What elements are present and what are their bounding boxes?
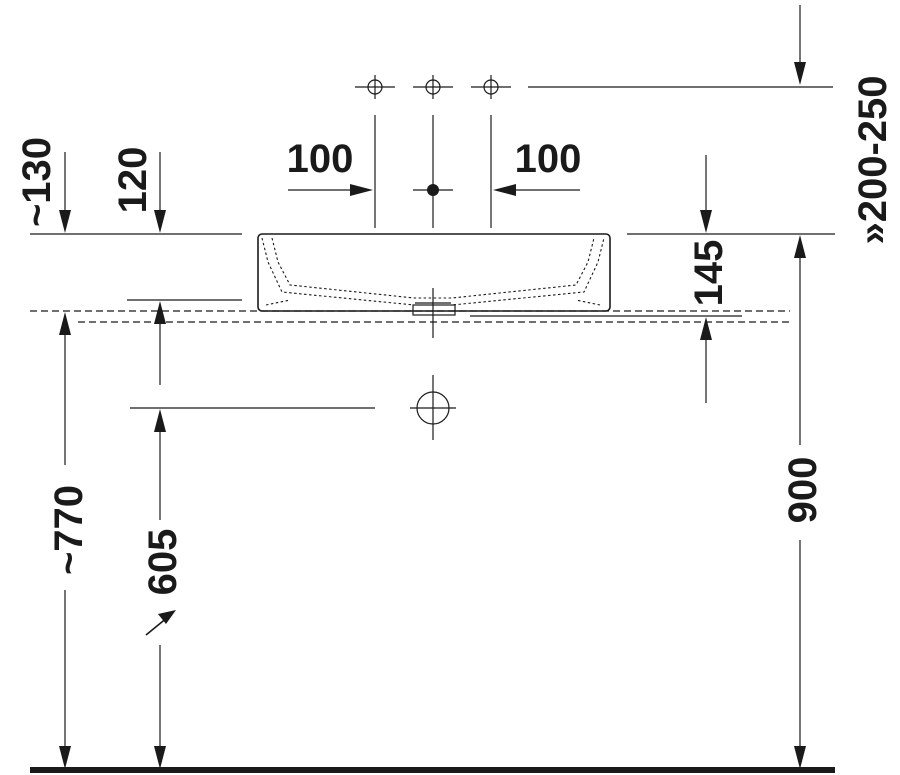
- arrow-130: [59, 152, 71, 769]
- arrow-120: [154, 152, 166, 385]
- tap-range-arrow: [794, 5, 806, 85]
- tap-holes: [355, 75, 833, 228]
- tap-hole-left: [355, 75, 395, 228]
- basin-outline: [257, 233, 611, 312]
- label-height-130: ~130: [15, 137, 59, 227]
- tap-spacing-arrows: [288, 184, 580, 196]
- waste-outlet: [130, 375, 456, 440]
- label-height-900: 900: [781, 457, 825, 524]
- label-tap-range: »200-250: [851, 75, 895, 244]
- label-tap-spacing-left: 100: [287, 137, 354, 181]
- label-tap-spacing-right: 100: [515, 137, 582, 181]
- label-basin-height: 145: [687, 240, 731, 307]
- basin: [257, 233, 611, 338]
- label-height-120: 120: [111, 147, 155, 214]
- tap-hole-center: [413, 75, 453, 228]
- label-height-605: 605: [141, 529, 185, 596]
- reference-lines: [30, 233, 835, 323]
- arrow-145: [700, 155, 712, 403]
- label-height-770: ~770: [47, 485, 91, 575]
- arrow-605: [145, 409, 176, 769]
- tap-hole-right: [471, 75, 511, 228]
- arrow-900: [794, 235, 806, 769]
